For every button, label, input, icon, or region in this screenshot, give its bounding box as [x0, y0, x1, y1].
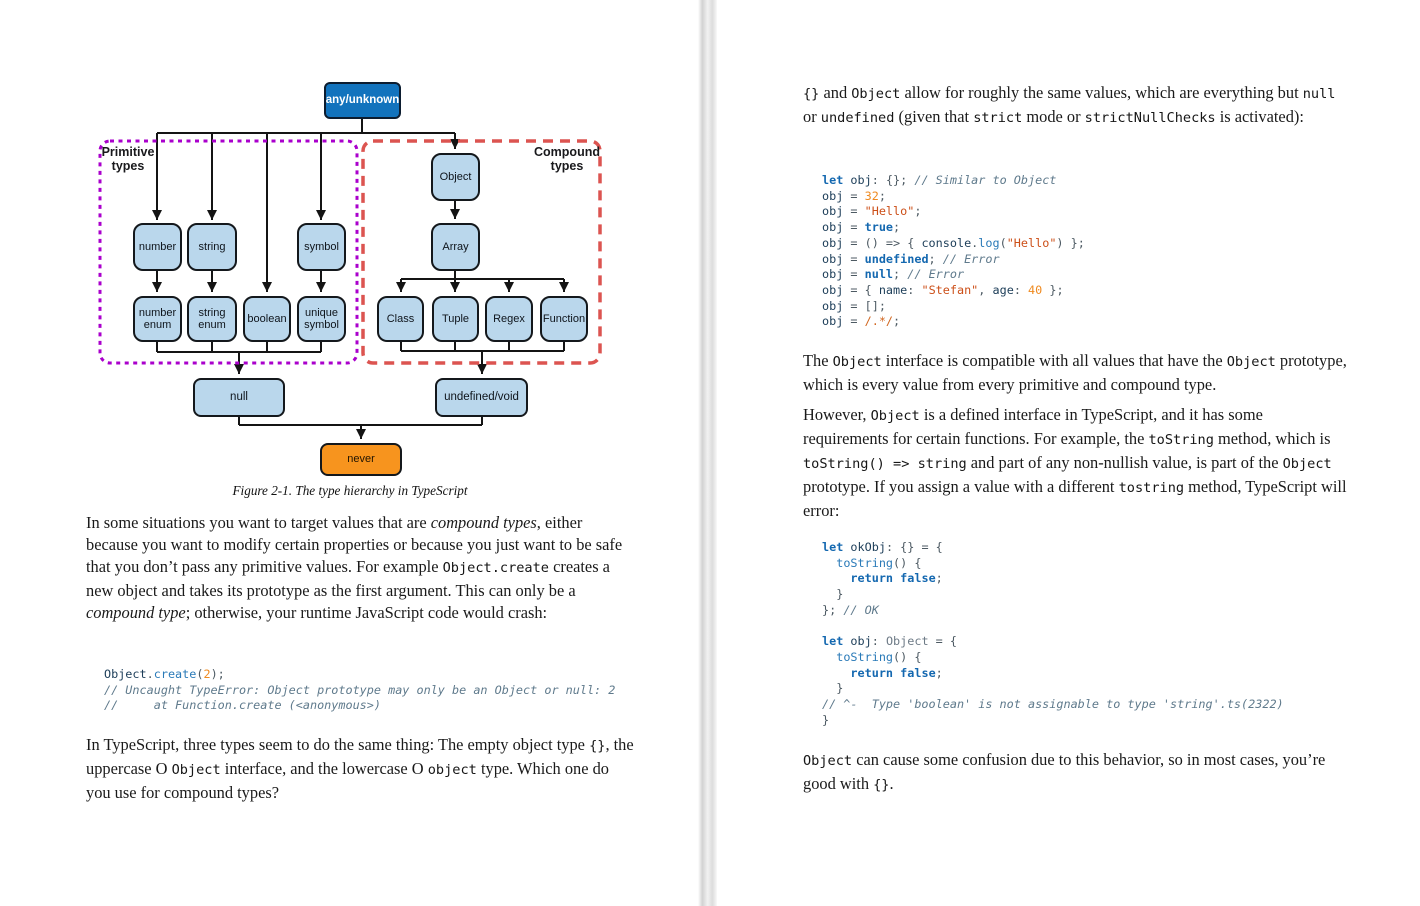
book-page-right: {} and Object allow for roughly the same…	[717, 0, 1420, 906]
page-gutter	[698, 0, 718, 906]
node-array: Array	[431, 223, 480, 271]
book-page-left: Primitive types Compound types any/unkno…	[0, 0, 700, 906]
node-number: number	[133, 223, 182, 271]
node-object: Object	[431, 153, 480, 201]
node-symbol: symbol	[297, 223, 346, 271]
paragraph: The Object interface is compatible with …	[803, 350, 1348, 396]
node-string-enum: string enum	[187, 296, 237, 342]
code-block: let okObj: {} = { toString() { return fa…	[822, 540, 1284, 728]
node-null: null	[193, 378, 285, 417]
figure-type-hierarchy: Primitive types Compound types any/unkno…	[0, 0, 700, 510]
paragraph: However, Object is a defined interface i…	[803, 404, 1348, 522]
node-any-unknown: any/unknown	[324, 82, 401, 119]
code-block: Object.create(2);// Uncaught TypeError: …	[104, 667, 615, 714]
node-unique-symbol: unique symbol	[297, 296, 346, 342]
node-tuple: Tuple	[432, 296, 479, 342]
node-number-enum: number enum	[133, 296, 182, 342]
figure-caption: Figure 2-1. The type hierarchy in TypeSc…	[0, 483, 700, 499]
node-undefined-void: undefined/void	[435, 378, 528, 417]
paragraph: Object can cause some confusion due to t…	[803, 749, 1348, 797]
node-class: Class	[377, 296, 424, 342]
paragraph: In TypeScript, three types seem to do th…	[86, 734, 635, 804]
primitive-types-label: Primitive types	[98, 145, 158, 173]
node-boolean: boolean	[243, 296, 291, 342]
node-string: string	[187, 223, 237, 271]
code-block: let obj: {}; // Similar to Objectobj = 3…	[822, 173, 1085, 330]
paragraph: In some situations you want to target va…	[86, 512, 635, 624]
paragraph: {} and Object allow for roughly the same…	[803, 82, 1348, 130]
node-regex: Regex	[485, 296, 533, 342]
figure-connectors	[0, 0, 700, 510]
node-function: Function	[540, 296, 588, 342]
node-never: never	[320, 443, 402, 476]
compound-types-label: Compound types	[527, 145, 607, 173]
